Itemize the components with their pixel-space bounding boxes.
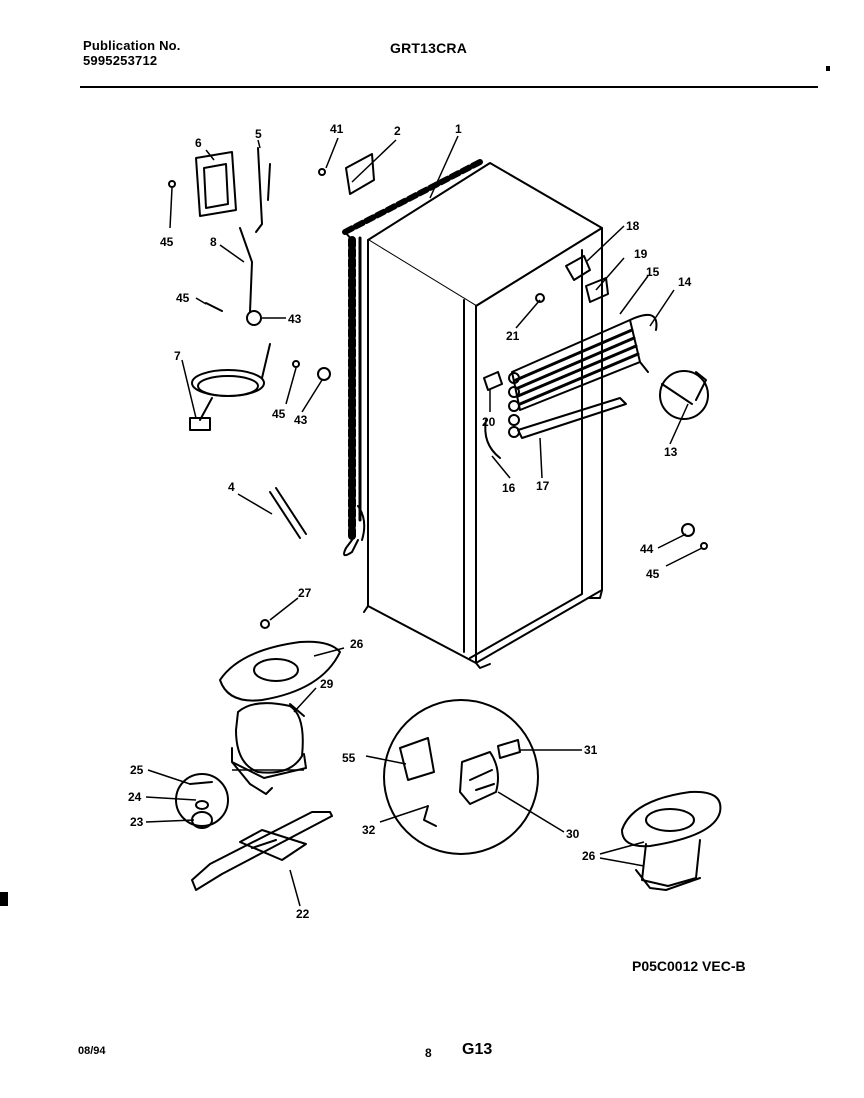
callout-6: 6 xyxy=(195,136,202,150)
callout-16: 16 xyxy=(502,481,516,495)
callout-15: 15 xyxy=(646,265,660,279)
callout-5: 5 xyxy=(255,127,262,141)
callout-20: 20 xyxy=(482,415,496,429)
callout-32: 32 xyxy=(362,823,376,837)
callout-4: 4 xyxy=(228,480,235,494)
page-code: G13 xyxy=(462,1041,493,1058)
callout-43-b: 43 xyxy=(294,413,308,427)
publication-label: Publication No. xyxy=(83,38,181,53)
callout-22: 22 xyxy=(296,907,310,921)
callout-26-a: 26 xyxy=(350,637,364,651)
callout-14: 14 xyxy=(678,275,692,289)
callout-45-d: 45 xyxy=(646,567,660,581)
callout-43-a: 43 xyxy=(288,312,302,326)
callout-23: 23 xyxy=(130,815,144,829)
callout-21: 21 xyxy=(506,329,520,343)
callout-25: 25 xyxy=(130,763,144,777)
callout-13: 13 xyxy=(664,445,678,459)
callout-45-a: 45 xyxy=(160,235,174,249)
scan-mark-left xyxy=(0,892,8,906)
callout-1: 1 xyxy=(455,122,462,136)
callout-31: 31 xyxy=(584,743,598,757)
scan-mark-right xyxy=(826,66,830,71)
callout-24: 24 xyxy=(128,790,142,804)
publication-date: 08/94 xyxy=(78,1045,106,1057)
callout-45-c: 45 xyxy=(272,407,286,421)
callout-2: 2 xyxy=(394,124,401,138)
callout-55: 55 xyxy=(342,751,356,765)
callout-29: 29 xyxy=(320,677,334,691)
callout-41: 41 xyxy=(330,122,344,136)
callout-30: 30 xyxy=(566,827,580,841)
evaporator-coil xyxy=(508,313,658,439)
callout-18: 18 xyxy=(626,219,640,233)
header-rule xyxy=(80,86,818,88)
publication-number: 5995253712 xyxy=(83,53,158,68)
cabinet xyxy=(363,162,603,669)
page-number: 8 xyxy=(425,1046,432,1060)
callout-45-b: 45 xyxy=(176,291,190,305)
drawing-code: P05C0012 VEC-B xyxy=(632,958,746,974)
callout-7: 7 xyxy=(174,349,181,363)
callout-27: 27 xyxy=(298,586,312,600)
callout-26-b: 26 xyxy=(582,849,596,863)
callout-17: 17 xyxy=(536,479,550,493)
callout-19: 19 xyxy=(634,247,648,261)
condenser-coil xyxy=(342,159,483,557)
callout-8: 8 xyxy=(210,235,217,249)
callout-44: 44 xyxy=(640,542,654,556)
model-number: GRT13CRA xyxy=(390,40,468,56)
